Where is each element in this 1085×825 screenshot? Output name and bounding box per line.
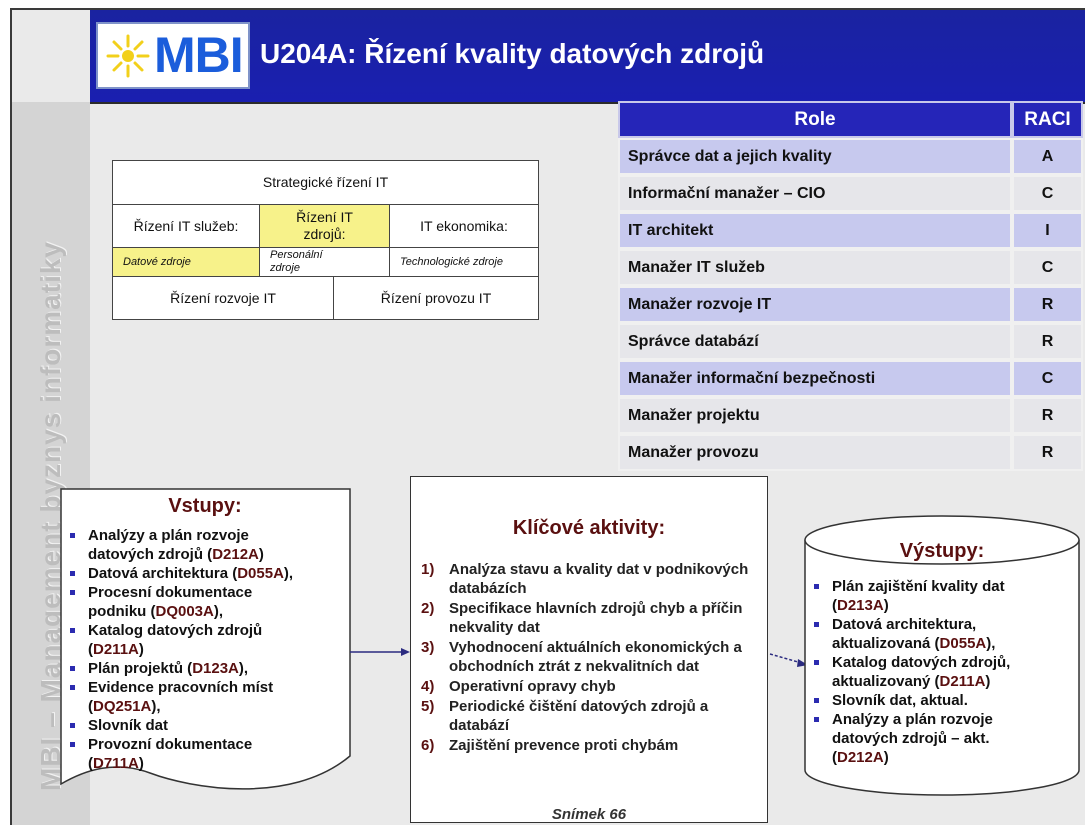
list-item: Plán projektů (D123A),	[60, 659, 310, 678]
list-item: 1)Analýza stavu a kvality dat v podnikov…	[421, 561, 749, 597]
raci-header-role: Role	[618, 101, 1012, 138]
raci-value: C	[1012, 360, 1083, 397]
outputs-title: Výstupy:	[899, 540, 985, 562]
list-item: Plán zajištění kvality dat (D213A)	[804, 577, 1049, 615]
raci-header-row: Role RACI	[618, 101, 1083, 138]
list-item: Katalog datových zdrojů, aktualizovaný (…	[804, 653, 1049, 691]
list-item: Katalog datových zdrojů (D211A)	[60, 621, 310, 659]
org-services: Řízení IT služeb:	[112, 204, 260, 248]
raci-role: Informační manažer – CIO	[618, 175, 1012, 212]
inputs-box: Vstupy: Analýzy a plán rozvoje datových …	[60, 490, 350, 773]
org-strategic: Strategické řízení IT	[112, 160, 539, 205]
slide-number: Snímek 66	[551, 806, 627, 823]
list-item: 5)Periodické čištění datových zdrojů a d…	[421, 698, 709, 734]
raci-role: Správce databází	[618, 323, 1012, 360]
arrow-head	[401, 648, 410, 656]
raci-value: R	[1012, 286, 1083, 323]
raci-role: Manažer projektu	[618, 397, 1012, 434]
list-item: 4)Operativní opravy chyb	[421, 678, 616, 695]
raci-role: IT architekt	[618, 212, 1012, 249]
list-item: Evidence pracovních míst (DQ251A),	[60, 678, 310, 716]
activities-list: 1)Analýza stavu a kvality dat v podnikov…	[411, 560, 751, 755]
list-item: Slovník dat, aktual.	[804, 691, 1049, 710]
sun-icon	[106, 34, 150, 78]
list-item: Slovník dat	[60, 716, 310, 735]
slide: MBI – Management byznys informatiky MBI …	[10, 8, 1085, 825]
raci-value: A	[1012, 138, 1083, 175]
org-personnel: Personální zdroje	[259, 247, 390, 277]
org-data-sources: Datové zdroje	[112, 247, 260, 277]
list-item: 2)Specifikace hlavních zdrojů chyb a pří…	[421, 600, 743, 636]
list-item: Analýzy a plán rozvoje datových zdrojů –…	[804, 710, 1049, 767]
outputs-box: Výstupy: Plán zajištění kvality dat (D21…	[804, 535, 1080, 767]
raci-value: C	[1012, 175, 1083, 212]
raci-header-raci: RACI	[1012, 101, 1083, 138]
list-item: Datová architektura, aktualizovaná (D055…	[804, 615, 1049, 653]
list-item: 3)Vyhodnocení aktuálních ekonomických a …	[421, 639, 742, 675]
list-item: Datová architektura (D055A),	[60, 564, 310, 583]
outputs-list: Plán zajištění kvality dat (D213A) Datov…	[804, 577, 1049, 767]
activities-title: Klíčové aktivity:	[512, 517, 666, 539]
logo-text: MBI	[154, 27, 244, 83]
slide-title: U204A: Řízení kvality datových zdrojů	[260, 38, 765, 69]
raci-role: Manažer informační bezpečnosti	[618, 360, 1012, 397]
raci-value: C	[1012, 249, 1083, 286]
org-technology: Technologické zdroje	[389, 247, 539, 277]
list-item: Procesní dokumentace podniku (DQ003A),	[60, 583, 310, 621]
list-item: 6)Zajištění prevence proti chybám	[421, 737, 679, 754]
mbi-logo: MBI	[96, 22, 250, 89]
activities-box: Klíčové aktivity: 1)Analýza stavu a kval…	[410, 476, 768, 823]
raci-value: R	[1012, 323, 1083, 360]
inputs-title: Vstupy:	[168, 495, 242, 517]
org-diagram: Strategické řízení IT Řízení IT služeb: …	[112, 160, 539, 320]
outputs-cylinder-shape	[804, 515, 1080, 796]
raci-role: Manažer rozvoje IT	[618, 286, 1012, 323]
raci-value: I	[1012, 212, 1083, 249]
raci-role: Správce dat a jejich kvality	[618, 138, 1012, 175]
org-economics: IT ekonomika:	[389, 204, 539, 248]
raci-value: R	[1012, 434, 1083, 471]
org-operations: Řízení provozu IT	[333, 276, 539, 320]
inputs-document-shape	[60, 488, 351, 790]
raci-role: Manažer IT služeb	[618, 249, 1012, 286]
slide-header: MBI U204A: Řízení kvality datových zdroj…	[90, 10, 1085, 104]
arrow-activities-to-outputs	[769, 653, 799, 663]
org-development: Řízení rozvoje IT	[112, 276, 334, 320]
inputs-list: Analýzy a plán rozvoje datových zdrojů (…	[60, 526, 310, 773]
org-resources: Řízení IT zdrojů:	[259, 204, 390, 248]
raci-role: Manažer provozu	[618, 434, 1012, 471]
list-item: Analýzy a plán rozvoje datových zdrojů (…	[60, 526, 310, 564]
raci-value: R	[1012, 397, 1083, 434]
list-item: Provozní dokumentace (D711A)	[60, 735, 310, 773]
